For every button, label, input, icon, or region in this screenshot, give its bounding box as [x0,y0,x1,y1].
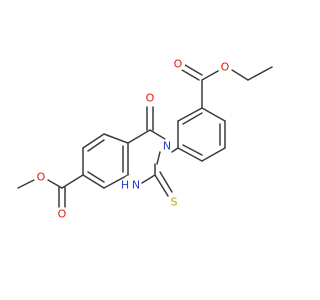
bond-ester-left-o-ch3 [17,179,35,189]
bond-n3-aryl [171,147,179,153]
bond-c5-c6 [82,133,105,149]
bond-ester-right-co-single [201,70,219,81]
bond-ester-left-co-single [47,179,63,189]
bond-ester-right-ch2-ch3 [247,66,273,81]
bond-c4a-c5 [103,133,129,144]
bond-c4a-c4 [127,129,151,144]
bond-ar-3-4 [201,107,226,122]
bond-ar-2-3-inner [182,112,203,125]
bond-c4-n3 [149,129,166,140]
bond-ar-5-6 [201,147,226,162]
left-ester-carbonyl-oxygen-label: O [58,208,67,221]
bond-c7-c8-inner [87,171,105,183]
bond-c7-c8 [82,174,105,189]
right-ester-ether-oxygen-label: O [221,61,230,74]
bond-layer [17,64,273,208]
bond-c5-c6-inner [87,139,105,152]
bond-ar-6-1 [177,147,203,162]
thione-sulfur-atom: S [167,195,181,209]
bond-c8-c8a [103,174,129,189]
bond-n3-c2-upper [156,151,161,165]
n3-nitrogen-atom: N [160,139,174,153]
ketone-oxygen-atom: O [143,91,157,105]
nh-hydrogen-label: H [121,179,129,192]
bond-ester-right-co-2 [184,64,203,76]
nh-nitrogen-label: N [132,179,140,192]
left-ester-ether-oxygen-atom: O [34,170,48,184]
right-ester-carbonyl-oxygen-atom: O [171,57,185,71]
bond-c2-n1 [141,174,156,184]
left-ester-ether-oxygen-label: O [37,171,46,184]
ketone-oxygen-label: O [146,92,155,105]
right-ester-ether-oxygen-atom: O [218,60,232,74]
molecule-structure-diagram: O N H N S O O O O [17,57,273,221]
bond-ester-right-co-1 [181,69,200,81]
nh-nitrogen-atom: H N [121,175,140,193]
bond-c2-s-double-2 [159,171,173,193]
bond-c2-s-double-1 [154,174,169,197]
bond-ester-right-o-ch2 [231,69,249,81]
right-ester-carbonyl-oxygen-label: O [174,58,183,71]
bond-ar-6-1-inner [182,144,203,156]
n3-nitrogen-label: N [163,140,171,153]
left-ester-carbonyl-oxygen-atom: O [55,207,69,221]
atom-label-layer: O N H N S O O O O [34,57,232,221]
thione-sulfur-label: S [171,196,178,209]
bond-ring-ester-c [61,174,84,189]
bond-ar-2-3 [177,107,203,122]
